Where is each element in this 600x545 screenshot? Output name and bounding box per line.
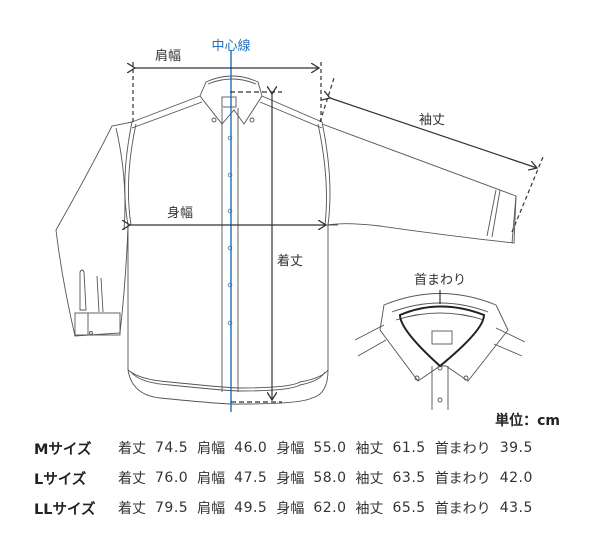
col-label: 袖丈 xyxy=(355,441,384,457)
value: 76.0 xyxy=(155,470,189,486)
value: 42.0 xyxy=(499,470,533,486)
col-label: 身幅 xyxy=(276,471,305,487)
value: 49.5 xyxy=(234,500,268,516)
value: 46.0 xyxy=(234,440,268,456)
size-name: Lサイズ xyxy=(34,471,87,488)
value: 61.5 xyxy=(392,440,426,456)
value: 63.5 xyxy=(392,470,426,486)
neck-measure-loop xyxy=(398,305,486,368)
size-row-m: Mサイズ 着丈 74.5 肩幅 46.0 身幅 55.0 袖丈 61.5 首まわり 39.… xyxy=(34,433,574,463)
size-table: Mサイズ 着丈 74.5 肩幅 46.0 身幅 55.0 袖丈 61.5 首まわり 39.… xyxy=(34,433,574,523)
size-name: LLサイズ xyxy=(34,501,96,518)
col-label: 肩幅 xyxy=(197,471,226,487)
col-label: 着丈 xyxy=(118,501,146,517)
unit-label: 単位：cm xyxy=(495,413,560,429)
value: 58.0 xyxy=(313,470,347,486)
shoulder-width-dimension xyxy=(133,62,322,122)
col-label: 身幅 xyxy=(276,501,305,517)
neck-label: 首まわり xyxy=(414,273,466,288)
sleeve-length-label: 袖丈 xyxy=(419,113,445,128)
sleeve-length-dimension xyxy=(319,77,544,233)
value: 43.5 xyxy=(499,500,533,516)
col-label: 身幅 xyxy=(276,441,305,457)
value: 39.5 xyxy=(499,440,533,456)
value: 62.0 xyxy=(313,500,347,516)
shoulder-width-label: 肩幅 xyxy=(155,48,181,64)
col-label: 袖丈 xyxy=(355,471,384,487)
body-length-dimension xyxy=(230,92,282,403)
col-label: 首まわり xyxy=(434,471,491,487)
shirt-outline xyxy=(55,75,517,405)
center-line-label: 中心線 xyxy=(211,38,250,54)
value: 74.5 xyxy=(155,440,189,456)
value: 47.5 xyxy=(234,470,268,486)
col-label: 首まわり xyxy=(434,501,491,517)
col-label: 袖丈 xyxy=(355,501,384,517)
value: 55.0 xyxy=(313,440,347,456)
col-label: 肩幅 xyxy=(197,441,226,457)
body-length-label: 着丈 xyxy=(277,253,303,269)
collar-detail xyxy=(354,293,526,410)
col-label: 肩幅 xyxy=(197,501,226,517)
shirt-measurement-diagram: 中心線 肩幅 袖丈 身幅 着丈 首まわり xyxy=(55,38,544,412)
col-label: 着丈 xyxy=(118,471,146,487)
col-label: 着丈 xyxy=(118,441,146,457)
size-row-l: Lサイズ 着丈 76.0 肩幅 47.5 身幅 58.0 袖丈 63.5 首まわり 42.… xyxy=(34,463,574,493)
size-name: Mサイズ xyxy=(34,441,92,458)
size-row-ll: LLサイズ 着丈 79.5 肩幅 49.5 身幅 62.0 袖丈 65.5 首まわり 43… xyxy=(34,493,574,523)
value: 65.5 xyxy=(392,500,426,516)
placket-buttons xyxy=(227,135,233,326)
col-label: 首まわり xyxy=(434,441,491,457)
value: 79.5 xyxy=(155,500,189,516)
body-width-label: 身幅 xyxy=(167,205,193,221)
